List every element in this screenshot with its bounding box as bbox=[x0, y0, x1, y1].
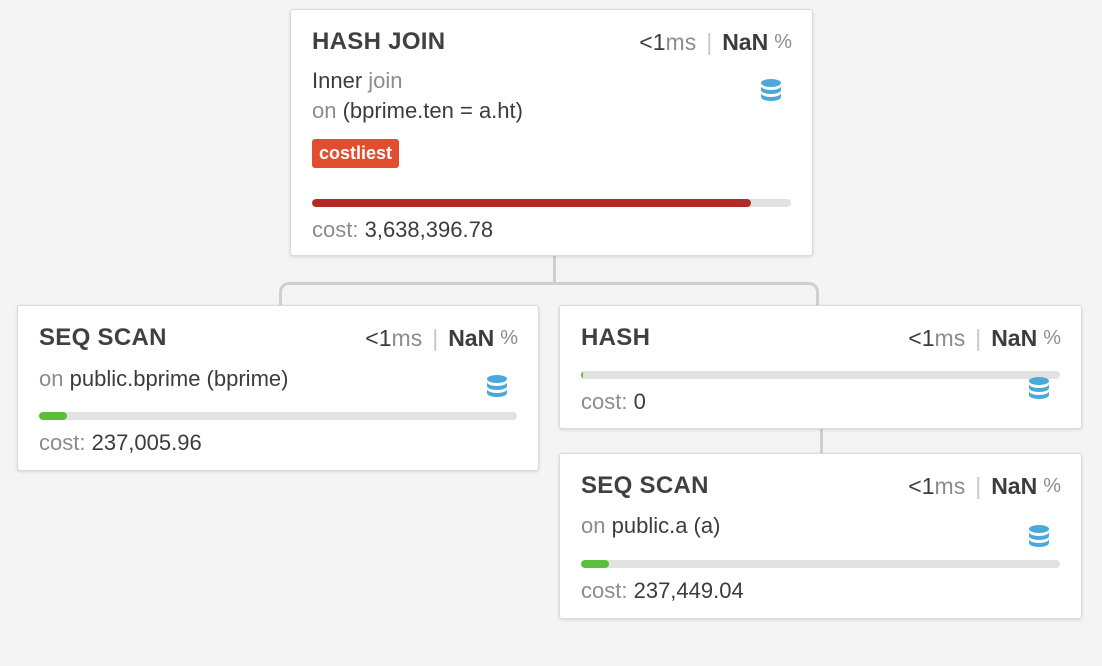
node-title: HASH bbox=[581, 324, 651, 351]
percent-sign: % bbox=[774, 30, 792, 53]
cost-value: 0 bbox=[633, 389, 646, 414]
duration-value: <1 bbox=[639, 28, 666, 55]
cost-bar-fill bbox=[312, 199, 752, 207]
node-header: HASH <1 ms | NaN % bbox=[581, 324, 1061, 352]
database-icon[interactable] bbox=[485, 374, 509, 402]
node-header: SEQ SCAN <1 ms | NaN % bbox=[581, 472, 1061, 500]
costliest-badge: costliest bbox=[312, 139, 400, 168]
node-metrics: <1 ms | NaN % bbox=[639, 29, 792, 56]
node-title: HASH JOIN bbox=[312, 28, 446, 55]
join-type-line: Inner join bbox=[312, 68, 403, 94]
metric-separator: | bbox=[432, 324, 439, 351]
tree-connector bbox=[553, 255, 556, 283]
cost-value: 237,449.04 bbox=[633, 578, 744, 603]
join-condition: (bprime.ten = a.ht) bbox=[342, 98, 523, 123]
duration-value: <1 bbox=[908, 472, 935, 499]
relation-name: public.bprime (bprime) bbox=[69, 366, 289, 391]
on-label: on bbox=[312, 98, 337, 123]
on-label: on bbox=[39, 366, 64, 391]
join-condition-line: on (bprime.ten = a.ht) bbox=[312, 98, 523, 124]
cost-line: cost: 0 bbox=[581, 389, 646, 415]
node-metrics: <1 ms | NaN % bbox=[908, 325, 1061, 352]
duration-unit: ms bbox=[391, 324, 423, 351]
plan-node-hash[interactable]: HASH <1 ms | NaN % cost: 0 bbox=[559, 305, 1082, 429]
duration-unit: ms bbox=[934, 324, 966, 351]
cost-line: cost: 237,005.96 bbox=[39, 430, 202, 456]
cost-bar bbox=[581, 560, 1060, 568]
database-icon[interactable] bbox=[759, 78, 783, 106]
tree-connector bbox=[279, 282, 819, 306]
cost-bar bbox=[39, 412, 517, 420]
metric-separator: | bbox=[706, 28, 713, 55]
percent-value: NaN bbox=[722, 28, 769, 55]
relation-line: on public.bprime (bprime) bbox=[39, 366, 288, 392]
cost-bar-fill bbox=[39, 412, 67, 420]
cost-value: 237,005.96 bbox=[91, 430, 202, 455]
relation-name: public.a (a) bbox=[611, 513, 721, 538]
cost-bar bbox=[581, 371, 1060, 379]
node-metrics: <1 ms | NaN % bbox=[365, 325, 518, 352]
metric-separator: | bbox=[975, 324, 982, 351]
plan-node-seq-scan-a[interactable]: SEQ SCAN <1 ms | NaN % on public.a (a) c… bbox=[559, 453, 1082, 619]
percent-value: NaN bbox=[991, 324, 1038, 351]
percent-value: NaN bbox=[448, 324, 495, 351]
plan-node-seq-scan-bprime[interactable]: SEQ SCAN <1 ms | NaN % on public.bprime … bbox=[17, 305, 539, 471]
percent-sign: % bbox=[500, 326, 518, 349]
node-title: SEQ SCAN bbox=[39, 324, 167, 351]
plan-node-hash-join[interactable]: HASH JOIN <1 ms | NaN % Inner join on (b… bbox=[290, 9, 813, 256]
cost-bar-fill bbox=[581, 371, 583, 379]
percent-sign: % bbox=[1043, 474, 1061, 497]
relation-line: on public.a (a) bbox=[581, 513, 720, 539]
on-label: on bbox=[581, 513, 606, 538]
cost-line: cost: 237,449.04 bbox=[581, 578, 744, 604]
node-metrics: <1 ms | NaN % bbox=[908, 473, 1061, 500]
cost-label: cost: bbox=[581, 389, 628, 414]
cost-label: cost: bbox=[39, 430, 86, 455]
cost-line: cost: 3,638,396.78 bbox=[312, 217, 493, 243]
join-word: join bbox=[368, 68, 403, 93]
cost-label: cost: bbox=[312, 217, 359, 242]
cost-label: cost: bbox=[581, 578, 628, 603]
duration-unit: ms bbox=[665, 28, 697, 55]
cost-bar bbox=[312, 199, 791, 207]
tree-connector bbox=[820, 428, 823, 454]
duration-unit: ms bbox=[934, 472, 966, 499]
percent-sign: % bbox=[1043, 326, 1061, 349]
duration-value: <1 bbox=[365, 324, 392, 351]
database-icon[interactable] bbox=[1027, 524, 1051, 552]
metric-separator: | bbox=[975, 472, 982, 499]
database-icon[interactable] bbox=[1027, 376, 1051, 404]
node-header: HASH JOIN <1 ms | NaN % bbox=[312, 28, 792, 56]
duration-value: <1 bbox=[908, 324, 935, 351]
node-title: SEQ SCAN bbox=[581, 472, 709, 499]
cost-value: 3,638,396.78 bbox=[364, 217, 494, 242]
percent-value: NaN bbox=[991, 472, 1038, 499]
node-header: SEQ SCAN <1 ms | NaN % bbox=[39, 324, 518, 352]
join-type: Inner bbox=[312, 68, 363, 93]
cost-bar-fill bbox=[581, 560, 609, 568]
